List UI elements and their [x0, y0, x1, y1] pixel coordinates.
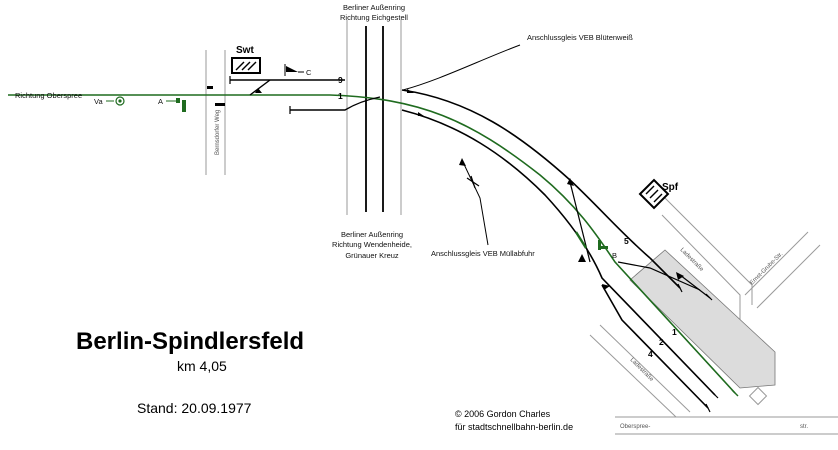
- track-short-left: [290, 96, 381, 111]
- buffer-stops: [229, 76, 719, 413]
- signal-label-va: Va: [94, 97, 103, 106]
- label-aussenring-bottom-1: Berliner Außenring: [341, 230, 403, 239]
- small-building: [748, 386, 768, 406]
- stellwerk-swt: [231, 57, 261, 74]
- signal-c: [284, 64, 304, 76]
- track-5: [401, 89, 651, 259]
- track-number-1-left: 1: [338, 91, 343, 101]
- copyright-line-1: © 2006 Gordon Charles: [455, 409, 551, 419]
- track-number-2: 2: [659, 337, 664, 347]
- track-2: [401, 109, 716, 396]
- stellwerk-spf: [638, 178, 670, 210]
- street-ladestrasse-lower: [589, 324, 691, 418]
- signal-b: [598, 240, 608, 250]
- s-bahn-track-1: [8, 94, 736, 394]
- track-4: [601, 284, 709, 409]
- signal-label-b: B: [612, 251, 617, 260]
- label-aussenring-bottom-3: Grünauer Kreuz: [345, 251, 399, 260]
- street-label-str: str.: [800, 424, 808, 430]
- street-oberspree: [615, 416, 838, 435]
- signal-label-a: A: [158, 97, 163, 106]
- street-ernst-grube: [744, 231, 821, 309]
- signal-label-c: C: [306, 68, 312, 77]
- label-aussenring-bottom-2: Richtung Wendenheide,: [332, 240, 412, 249]
- buffer-stop-green: [731, 389, 739, 397]
- track-stub-platform: [679, 274, 711, 299]
- signal-va: [106, 96, 125, 106]
- station-title: Berlin-Spindlersfeld: [76, 328, 304, 355]
- track-number-4: 4: [648, 349, 653, 359]
- street-ladestrasse-upper: [661, 194, 753, 320]
- stellwerk-label-swt: Swt: [236, 45, 254, 56]
- aussenring-bridge: [346, 20, 402, 215]
- anschluss-bluetenweiss: [402, 44, 521, 91]
- copyright-line-2: für stadtschnellbahn-berlin.de: [455, 422, 573, 432]
- stand-date: Stand: 20.09.1977: [137, 400, 252, 416]
- track-9-switch: [249, 79, 271, 96]
- street-label-ernst-grube: Ernst-Grube-Str.: [749, 251, 784, 286]
- label-aussenring-top-1: Berliner Außenring: [343, 3, 405, 12]
- label-richtung-oberspree: Richtung Oberspree: [15, 91, 82, 100]
- platform: [629, 249, 776, 389]
- label-anschluss-muellabfuhr: Anschlussgleis VEB Müllabfuhr: [431, 249, 535, 258]
- track-6: [617, 261, 701, 291]
- street-label-ladestrasse-lower: Ladestraße: [629, 357, 655, 383]
- street-label-bernsdorfer: Bernsdorfer Weg: [215, 110, 221, 155]
- crossover-green: [574, 231, 588, 249]
- trackside-markers: [207, 86, 225, 106]
- crossover: [569, 181, 591, 263]
- switch-marks: [255, 88, 684, 290]
- street-bernsdorfer-weg: [205, 50, 226, 175]
- signal-a: [166, 98, 186, 112]
- track-number-5: 5: [624, 236, 629, 246]
- station-km: km 4,05: [177, 358, 227, 374]
- anschluss-muellabfuhr: [461, 159, 489, 246]
- track-5-continue: [649, 257, 681, 289]
- label-aussenring-top-2: Richtung Eichgestell: [340, 13, 408, 22]
- stellwerk-label-spf: Spf: [662, 182, 679, 193]
- derailer-mark: [466, 175, 480, 189]
- track-number-9: 9: [338, 75, 343, 85]
- track-number-1-right: 1: [672, 327, 677, 337]
- label-anschluss-bluetenweiss: Anschlussgleis VEB Blütenweiß: [527, 33, 633, 42]
- street-label-oberspree: Oberspree-: [620, 424, 650, 430]
